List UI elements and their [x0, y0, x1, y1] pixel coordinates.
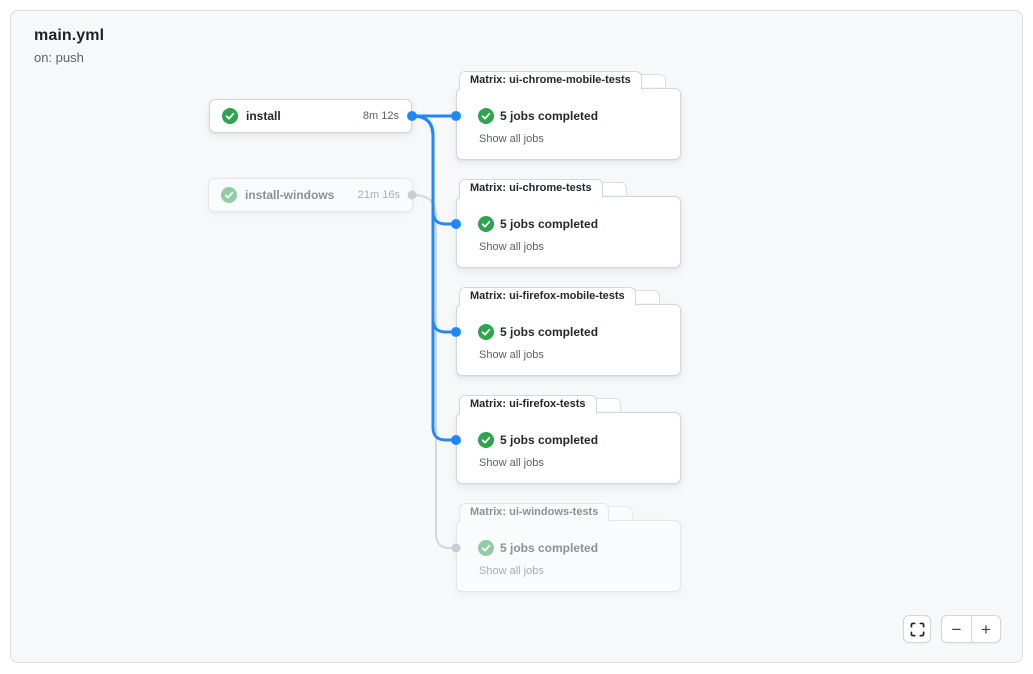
matrix-tab-stack [627, 290, 660, 303]
matrix-tabs: Matrix: ui-chrome-tests [459, 179, 627, 198]
matrix-node-ui-chrome-tests: Matrix: ui-chrome-tests 5 jobs completed… [456, 179, 681, 269]
show-all-jobs-link[interactable]: Show all jobs [479, 241, 544, 253]
matrix-tab[interactable]: Matrix: ui-chrome-mobile-tests [459, 71, 642, 90]
matrix-summary: 5 jobs completed [500, 217, 599, 231]
check-circle-icon [221, 187, 237, 203]
matrix-tab[interactable]: Matrix: ui-chrome-tests [459, 179, 603, 198]
matrix-tab[interactable]: Matrix: ui-windows-tests [459, 503, 610, 522]
show-all-jobs-link[interactable]: Show all jobs [479, 565, 544, 577]
matrix-node-ui-firefox-tests: Matrix: ui-firefox-tests 5 jobs complete… [456, 395, 681, 485]
show-all-jobs-link[interactable]: Show all jobs [479, 133, 544, 145]
matrix-tab[interactable]: Matrix: ui-firefox-mobile-tests [459, 287, 636, 306]
matrix-tab-stack [594, 182, 627, 195]
workflow-header: main.yml on: push [34, 27, 104, 65]
matrix-tab-stack [633, 74, 666, 87]
minus-icon: − [951, 619, 962, 639]
workflow-trigger: on: push [34, 50, 84, 65]
matrix-tab[interactable]: Matrix: ui-firefox-tests [459, 395, 597, 414]
matrix-tab-stack [588, 398, 621, 411]
matrix-tabs: Matrix: ui-chrome-mobile-tests [459, 71, 666, 90]
matrix-tabs: Matrix: ui-firefox-mobile-tests [459, 287, 660, 306]
matrix-summary: 5 jobs completed [500, 433, 599, 447]
matrix-summary: 5 jobs completed [500, 109, 599, 123]
matrix-card[interactable]: 5 jobs completed Show all jobs [456, 304, 681, 376]
zoom-controls: − + [941, 615, 1001, 643]
check-circle-icon [478, 540, 494, 556]
check-circle-icon [478, 324, 494, 340]
job-node-install-windows[interactable]: install-windows 21m 16s [208, 178, 413, 212]
matrix-card[interactable]: 5 jobs completed Show all jobs [456, 412, 681, 484]
matrix-node-ui-windows-tests: Matrix: ui-windows-tests 5 jobs complete… [456, 503, 681, 593]
job-label: install [246, 109, 281, 123]
job-duration: 8m 12s [362, 110, 399, 122]
matrix-node-ui-firefox-mobile-tests: Matrix: ui-firefox-mobile-tests 5 jobs c… [456, 287, 681, 377]
matrix-card[interactable]: 5 jobs completed Show all jobs [456, 520, 681, 592]
check-circle-icon [478, 432, 494, 448]
zoom-in-button[interactable]: + [970, 616, 1000, 642]
workflow-file-title: main.yml [34, 27, 105, 44]
matrix-node-ui-chrome-mobile-tests: Matrix: ui-chrome-mobile-tests 5 jobs co… [456, 71, 681, 161]
matrix-card[interactable]: 5 jobs completed Show all jobs [456, 88, 681, 160]
matrix-summary: 5 jobs completed [500, 325, 599, 339]
show-all-jobs-link[interactable]: Show all jobs [479, 349, 544, 361]
job-duration: 21m 16s [357, 189, 400, 201]
fit-screen-icon [910, 622, 924, 636]
matrix-tabs: Matrix: ui-windows-tests [459, 503, 634, 522]
check-circle-icon [222, 108, 238, 124]
matrix-summary: 5 jobs completed [500, 541, 599, 555]
check-circle-icon [478, 108, 494, 124]
job-node-install[interactable]: install 8m 12s [209, 99, 412, 133]
matrix-tab-stack [601, 506, 634, 519]
check-circle-icon [478, 216, 494, 232]
matrix-card[interactable]: 5 jobs completed Show all jobs [456, 196, 681, 268]
matrix-tabs: Matrix: ui-firefox-tests [459, 395, 621, 414]
show-all-jobs-link[interactable]: Show all jobs [479, 457, 544, 469]
job-label: install-windows [245, 188, 335, 202]
plus-icon: + [981, 619, 991, 639]
zoom-out-button[interactable]: − [942, 616, 971, 642]
fit-view-button[interactable] [903, 615, 931, 643]
